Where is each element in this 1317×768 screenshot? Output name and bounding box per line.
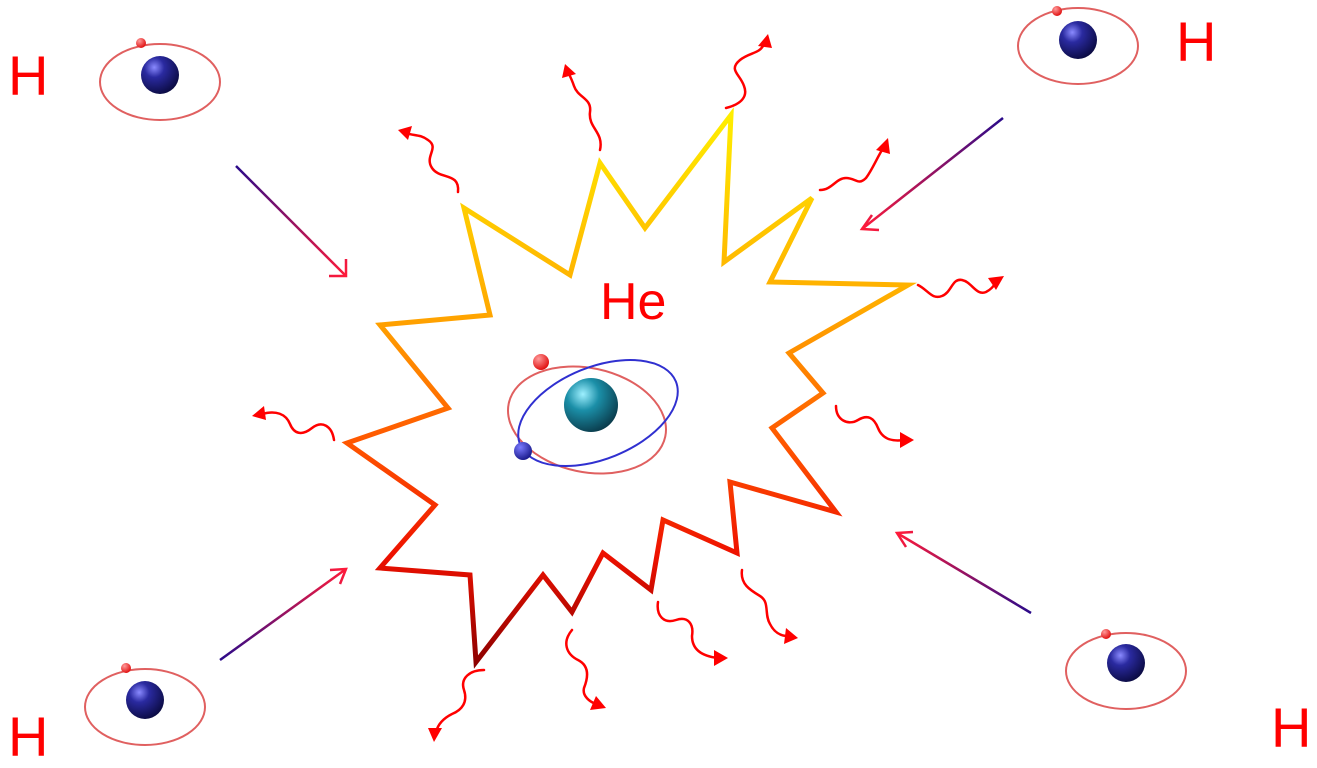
photon-2 [566, 70, 602, 152]
incoming-arrow-bottom-left [219, 567, 348, 662]
photon-7 [740, 568, 790, 638]
photon-8-head [714, 650, 728, 666]
hydrogen-label-top-right: H [1176, 10, 1217, 73]
hydrogen-label-top-left: H [8, 44, 49, 107]
photon-11-head [252, 406, 266, 420]
hydrogen-atom-icon [1017, 6, 1139, 85]
hydrogen-atom-icon [99, 38, 221, 121]
photon-9-head [590, 696, 606, 710]
photon-9 [565, 628, 598, 706]
incoming-arrow-top-right [859, 117, 1004, 232]
photon-1-head [398, 126, 412, 140]
photon-11 [260, 411, 336, 442]
hydrogen-atom-icon [1065, 629, 1187, 710]
hydrogen-label-bottom-left: H [8, 705, 49, 768]
photon-5-head [988, 276, 1004, 290]
photon-3-head [758, 34, 772, 48]
photon-6 [834, 404, 906, 442]
fusion-burst [341, 107, 918, 669]
helium-label: He [600, 273, 667, 331]
photon-7-head [784, 628, 798, 644]
photon-4 [818, 148, 884, 192]
photon-10-head [428, 728, 442, 742]
photon-8 [656, 600, 720, 660]
photon-1 [404, 131, 460, 194]
hydrogen-label-bottom-right: H [1271, 696, 1312, 759]
incoming-arrow-top-left [235, 165, 348, 278]
photon-2-head [562, 64, 576, 78]
hydrogen-atom-icon [84, 663, 206, 746]
photon-10 [434, 668, 486, 734]
photon-3 [724, 42, 766, 110]
photon-5 [916, 278, 998, 299]
photon-4-head [876, 138, 890, 154]
helium-atom-icon [507, 354, 679, 475]
photon-6-head [900, 432, 914, 448]
incoming-arrow-bottom-right [894, 530, 1032, 615]
